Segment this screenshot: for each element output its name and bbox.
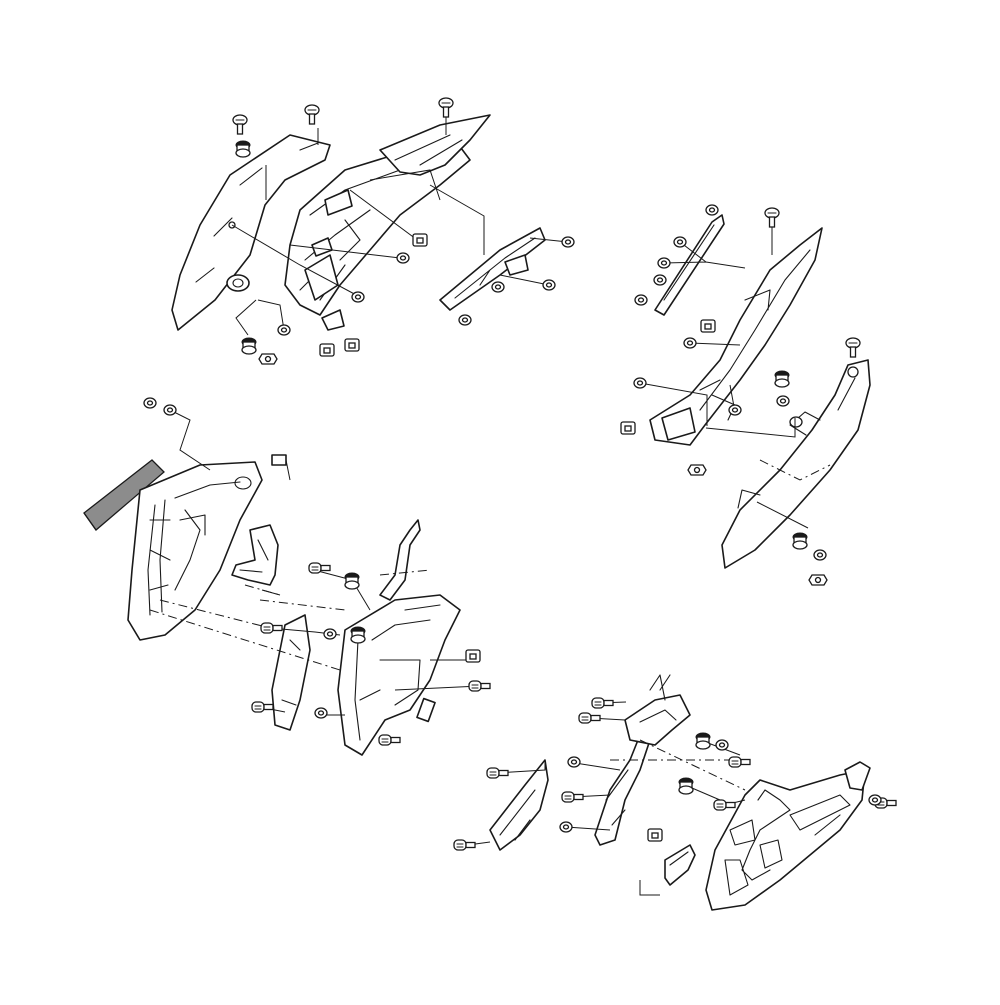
headlight-lens [705, 769, 866, 911]
wire-hook [664, 844, 696, 886]
right-side-panel-group [620, 204, 871, 586]
side-lens-cover [489, 759, 549, 851]
inner-support-bracket [649, 227, 823, 446]
upper-fin-panel [379, 114, 491, 176]
upper-mounting-bracket [624, 694, 691, 746]
headlight-bracket [231, 524, 279, 586]
mounting-hook [379, 519, 421, 601]
headlight-left-group [83, 397, 491, 756]
brace-rod [654, 214, 725, 316]
right-side-cover [721, 359, 871, 569]
upper-cowling-group [171, 97, 575, 365]
side-frame-panel [337, 594, 461, 756]
side-cover-left [171, 134, 331, 331]
headlight-right-group [453, 674, 897, 911]
frame-stay [594, 734, 651, 846]
inner-lens-cover [271, 614, 311, 731]
